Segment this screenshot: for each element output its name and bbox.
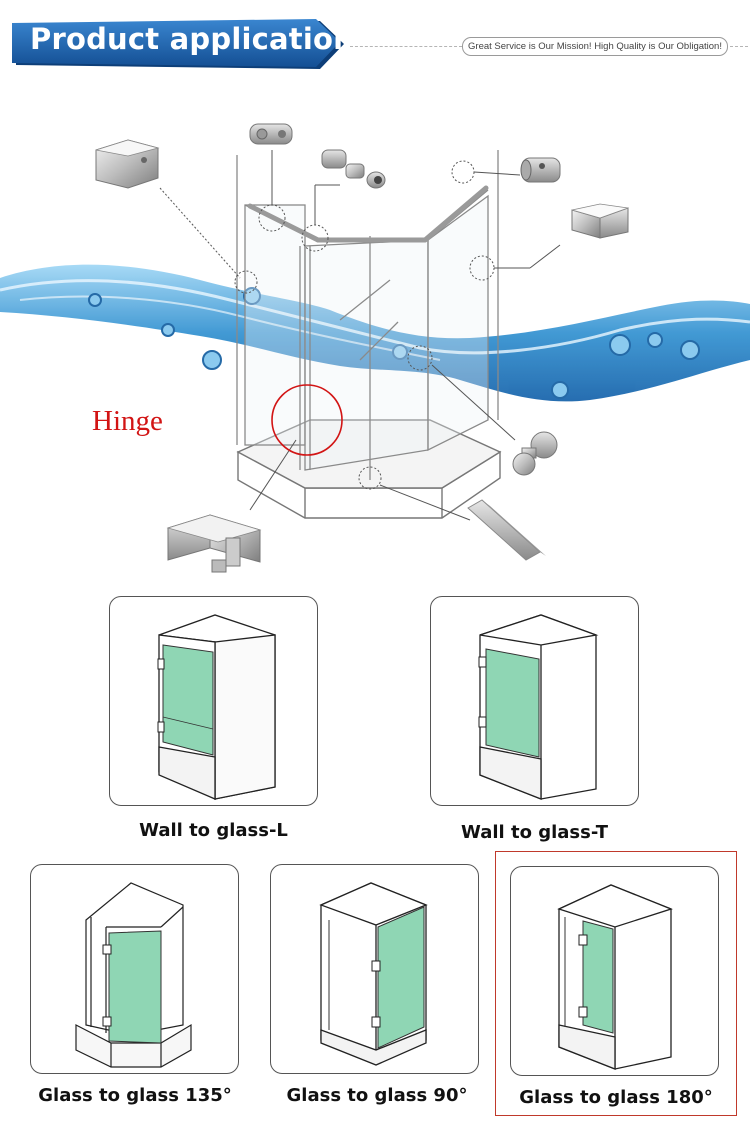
enclosure-t-diagram [478,614,599,800]
config-caption: Wall to glass-T [461,822,608,843]
config-caption: Glass to glass 90° [286,1085,468,1106]
swivel-connector-icon [321,149,386,189]
config-caption: Glass to glass 135° [38,1085,232,1106]
hinge-icon [166,514,262,573]
config-card-glass-to-glass-90 [270,864,479,1074]
wall-clamp-icon [95,139,160,189]
callout-lines [159,150,561,521]
hinge-highlight-circle [271,384,343,456]
config-caption: Wall to glass-L [139,820,288,841]
title-banner [12,19,344,69]
bar-connector-icon [249,123,293,145]
seal-strip-icon [467,499,546,561]
page-title: Product application [30,22,354,56]
glass-clip-icon [571,203,629,239]
divider [730,46,748,47]
water-splash [0,264,750,402]
header: Product application Great Service is Our… [0,0,750,90]
selected-highlight-frame [495,851,737,1116]
slogan-badge: Great Service is Our Mission! High Quali… [462,37,728,56]
door-knob-icon [512,431,558,476]
shower-enclosure-diagram [0,123,750,573]
enclosure-l-diagram [157,614,276,801]
enclosure-90-diagram [319,882,428,1066]
divider [350,46,462,47]
config-card-glass-to-glass-135 [30,864,239,1074]
config-caption: Glass to glass 180° [519,1087,713,1108]
shower-tray [236,419,502,519]
config-card-wall-to-glass-t [430,596,639,806]
enclosure-135-diagram [75,882,192,1068]
enclosure-180-diagram [557,884,673,1070]
config-card-wall-to-glass-l [109,596,318,806]
enclosure-frame [236,150,499,480]
config-card-glass-to-glass-180 [510,866,719,1076]
hinge-label: Hinge [92,405,163,437]
wall-flange-icon [520,157,561,183]
